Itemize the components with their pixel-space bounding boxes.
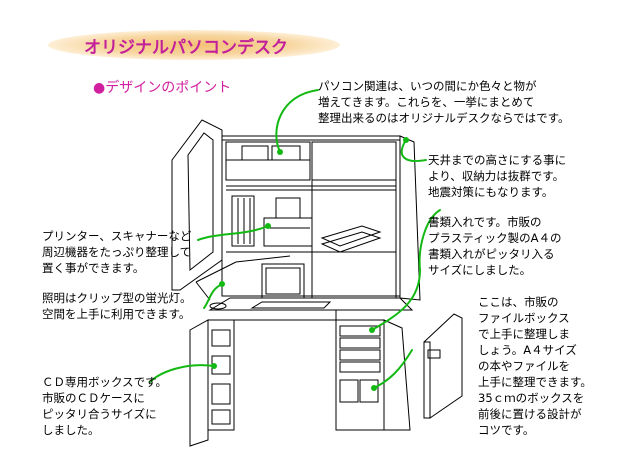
note-cd: ＣＤ専用ボックスです。 市販のＣＤケースに ピッタリ合うサイズに しました。 (42, 374, 167, 438)
note-line: しょう。A４サイズ (478, 343, 577, 357)
note-line: 増えてきます。これらを、一挙にまとめて (318, 95, 535, 109)
note-line: プラスティック製のA４の (428, 231, 562, 245)
note-line: ファイルボックス (478, 311, 570, 325)
title-highlight (48, 30, 340, 60)
note-top: パソコン関連は、いつの間にか色々と物が 増えてきます。これらを、一挙にまとめて … (318, 78, 570, 126)
note-line: 整理出来るのはオリジナルデスクならではです。 (318, 111, 570, 125)
page-title: オリジナルパソコンデスク (84, 38, 288, 58)
note-printer: プリンター、スキャナーなど 周辺機器をたっぷり整理して 置く事ができます。 (42, 228, 191, 276)
note-line: の本やファイルを (478, 359, 570, 373)
note-line: で上手に整理しま (478, 327, 570, 341)
note-line: より、収納力は抜群です。 (428, 169, 565, 183)
note-line: 照明はクリップ型の蛍光灯。 (42, 291, 192, 305)
note-line: 置く事ができます。 (42, 261, 145, 275)
note-line: ピッタリ合うサイズに (42, 407, 157, 421)
note-line: 前後に置ける設計が (478, 407, 582, 421)
note-line: サイズにしました。 (428, 263, 532, 277)
note-line: しました。 (42, 423, 100, 437)
note-line: ＣＤ専用ボックスです。 (42, 375, 168, 389)
note-line: 空間を上手に利用できます。 (42, 307, 191, 321)
note-line: 地震対策にもなります。 (428, 185, 554, 199)
note-line: ここは、市販の (478, 295, 559, 309)
note-line: 書類入れがピッタリ入る (428, 247, 555, 261)
note-line: 天井までの高さにする事に (428, 153, 567, 167)
note-documents: 書類入れです。市販の プラスティック製のA４の 書類入れがピッタリ入る サイズに… (428, 214, 561, 278)
note-line: 35ｃｍのボックスを (478, 391, 585, 405)
note-line: パソコン関連は、いつの間にか色々と物が (318, 79, 537, 93)
note-ceiling: 天井までの高さにする事に より、収納力は抜群です。 地震対策にもなります。 (428, 152, 566, 200)
note-line: コツです。 (478, 423, 535, 437)
note-line: 上手に整理できます。 (478, 375, 592, 389)
note-lighting: 照明はクリップ型の蛍光灯。 空間を上手に利用できます。 (42, 290, 192, 322)
note-line: 周辺機器をたっぷり整理して (42, 245, 192, 259)
note-line: 書類入れです。市販の (428, 215, 542, 229)
note-line: プリンター、スキャナーなど (42, 229, 192, 243)
note-filebox: ここは、市販の ファイルボックス で上手に整理しま しょう。A４サイズ の本やフ… (478, 294, 592, 438)
section-label: ●デザインのポイント (93, 80, 232, 96)
note-line: 市販のＣＤケースに (42, 391, 145, 405)
